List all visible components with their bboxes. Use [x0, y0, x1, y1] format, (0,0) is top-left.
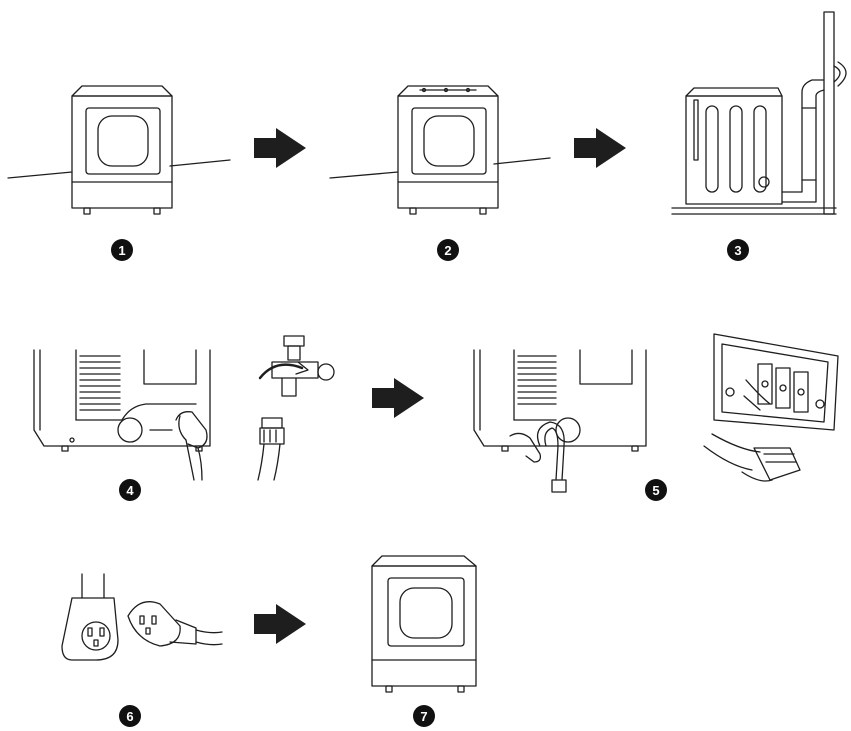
- step-4-water-hose-illustration: [33, 335, 335, 481]
- step-5-hose-dryer-illustration: [473, 349, 647, 493]
- step-number-7: 7: [420, 709, 427, 724]
- flow-arrow-2-to-3: [574, 128, 626, 168]
- step-5-terminal-block-illustration: [703, 333, 839, 482]
- step-badge-7: 7: [413, 705, 435, 727]
- step-number-2: 2: [444, 243, 451, 258]
- step-number-6: 6: [126, 709, 133, 724]
- step-3-exhaust-illustration: [671, 11, 847, 215]
- step-badge-4: 4: [119, 479, 141, 501]
- step-badge-5: 5: [645, 479, 667, 501]
- step-number-4: 4: [126, 483, 134, 498]
- flow-arrow-1-to-2: [254, 128, 306, 168]
- step-badge-2: 2: [437, 239, 459, 261]
- step-number-1: 1: [118, 243, 125, 258]
- step-7-dryer-illustration: [371, 555, 477, 693]
- step-number-3: 3: [734, 243, 741, 258]
- step-badge-1: 1: [111, 239, 133, 261]
- flow-arrow-4-to-5: [372, 378, 424, 418]
- step-1-dryer-illustration: [7, 85, 231, 215]
- step-2-dryer-illustration: [329, 85, 551, 215]
- step-badge-6: 6: [119, 705, 141, 727]
- step-6-power-plug-illustration: [61, 573, 223, 661]
- flow-arrow-6-to-7: [254, 604, 306, 644]
- step-badge-3: 3: [727, 239, 749, 261]
- step-number-5: 5: [652, 483, 659, 498]
